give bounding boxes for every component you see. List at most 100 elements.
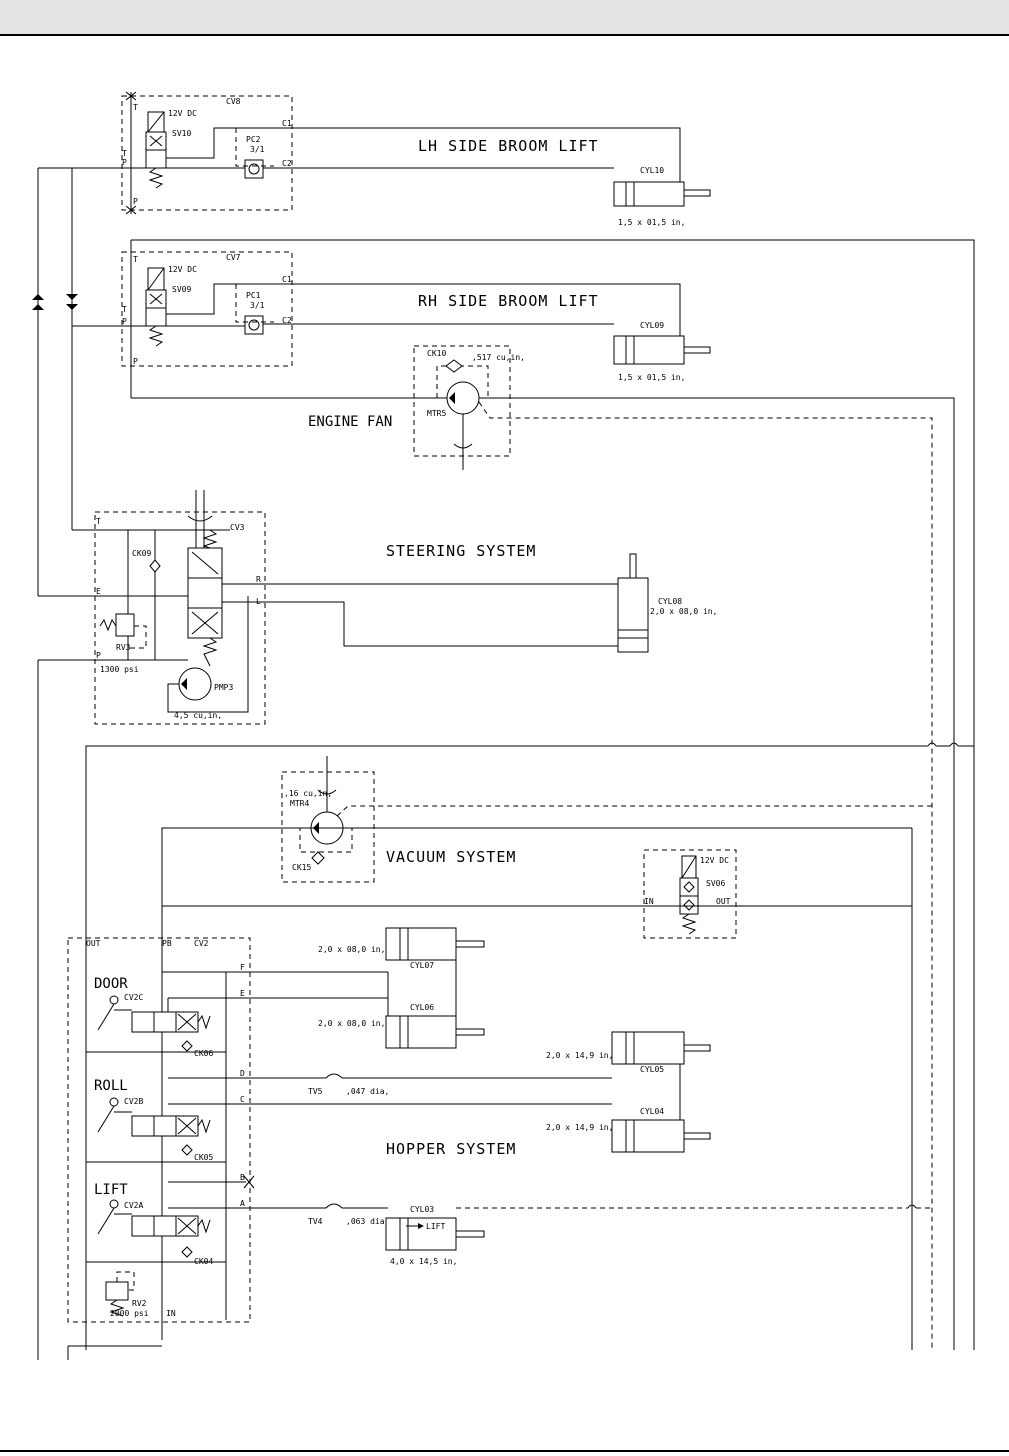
port-l: L — [256, 597, 261, 606]
cyl03-cylinder — [385, 1204, 932, 1251]
cyl04-cylinder — [611, 1119, 711, 1153]
ck06-label: CK06 — [194, 1049, 213, 1058]
cyl10-label: CYL10 — [640, 166, 664, 175]
port-in: IN — [166, 1309, 176, 1318]
pc2-label: PC2 — [246, 135, 261, 144]
engine-fan-title: ENGINE FAN — [308, 414, 392, 430]
volt-label: 12V DC — [168, 109, 197, 118]
cv8-label: CV8 — [226, 97, 241, 106]
port-out: OUT — [716, 897, 731, 906]
main-supply-header — [85, 742, 974, 1350]
rv2-label: RV2 — [132, 1299, 147, 1308]
door-label: DOOR — [94, 976, 128, 992]
ck09-label: CK09 — [132, 549, 151, 558]
cyl07-label: CYL07 — [410, 961, 434, 970]
port-a: A — [240, 1199, 245, 1208]
roll-label: ROLL — [94, 1078, 128, 1094]
cyl06-size: 2,0 x 08,0 in, — [318, 1019, 385, 1028]
pc1-label: PC1 — [246, 291, 261, 300]
cyl09-cylinder — [613, 335, 711, 365]
rv3-pressure: 1300 psi — [100, 665, 139, 674]
sv09-label: SV09 — [172, 285, 191, 294]
mtr5-label: MTR5 — [427, 409, 446, 418]
port-c1: C1 — [282, 275, 292, 284]
port-b: B — [240, 1173, 245, 1182]
engine-fan-motor — [413, 345, 954, 1350]
cv2-label: CV2 — [194, 939, 209, 948]
left-return-lines — [32, 168, 78, 596]
port-f: F — [240, 963, 245, 972]
port-p: P — [122, 317, 127, 326]
pmp3-label: PMP3 — [214, 683, 233, 692]
cyl04-size: 2,0 x 14,9 in, — [546, 1123, 613, 1132]
port-p: P — [122, 158, 127, 167]
port-pb: PB — [162, 939, 172, 948]
cyl10-size: 1,5 x 01,5 in, — [618, 218, 685, 227]
port-t: T — [122, 149, 127, 158]
tv5-label: TV5 — [308, 1087, 323, 1096]
cv3-steering-valve — [37, 490, 618, 1360]
port-p: P — [133, 357, 138, 366]
cyl05-size: 2,0 x 14,9 in, — [546, 1051, 613, 1060]
cv2c-label: CV2C — [124, 993, 143, 1002]
cyl08-cylinder — [617, 553, 649, 653]
cv2a-label: CV2A — [124, 1201, 143, 1210]
pc1-ratio: 3/1 — [250, 301, 265, 310]
lift-label: LIFT — [94, 1182, 128, 1198]
volt-label: 12V DC — [168, 265, 197, 274]
cyl03-lift-arrow: LIFT — [426, 1222, 445, 1231]
vacuum-motor — [161, 756, 932, 1350]
cyl07-size: 2,0 x 08,0 in, — [318, 945, 385, 954]
port-c1: C1 — [282, 119, 292, 128]
volt-label: 12V DC — [700, 856, 729, 865]
header-bar — [0, 0, 1009, 36]
cyl09-label: CYL09 — [640, 321, 664, 330]
rv2-pressure: 2000 psi — [110, 1309, 149, 1318]
cyl09-size: 1,5 x 01,5 in, — [618, 373, 685, 382]
sv10-label: SV10 — [172, 129, 191, 138]
rh-side-broom-lift-title: RH SIDE BROOM LIFT — [418, 292, 599, 310]
ck04-label: CK04 — [194, 1257, 213, 1266]
cyl06-label: CYL06 — [410, 1003, 434, 1012]
lh-side-broom-lift-title: LH SIDE BROOM LIFT — [418, 137, 599, 155]
port-c: C — [240, 1095, 245, 1104]
port-c2: C2 — [282, 159, 292, 168]
cv2b-label: CV2B — [124, 1097, 143, 1106]
port-t: T — [133, 103, 138, 112]
steering-system-title: STEERING SYSTEM — [386, 542, 536, 560]
mtr5-displacement: ,517 cu,in, — [472, 353, 525, 362]
port-r: R — [256, 575, 261, 584]
cv3-label: CV3 — [230, 523, 245, 532]
cyl10-cylinder — [613, 181, 711, 207]
sv06-label: SV06 — [706, 879, 725, 888]
cyl04-label: CYL04 — [640, 1107, 664, 1116]
port-in: IN — [644, 897, 654, 906]
ck05-label: CK05 — [194, 1153, 213, 1162]
cv8-valve-block — [38, 91, 681, 215]
cyl05-label: CYL05 — [640, 1065, 664, 1074]
port-d: D — [240, 1069, 245, 1078]
tv4-diameter: ,063 dia — [346, 1217, 385, 1226]
vacuum-system-title: VACUUM SYSTEM — [386, 848, 516, 866]
port-out: OUT — [86, 939, 101, 948]
tv5-diameter: ,047 dia, — [346, 1087, 389, 1096]
port-e: E — [96, 587, 101, 596]
port-e: E — [240, 989, 245, 998]
cyl03-size: 4,0 x 14,5 in, — [390, 1257, 457, 1266]
cyl03-label: CYL03 — [410, 1205, 434, 1214]
port-p: P — [133, 197, 138, 206]
cv2-hopper-valve — [67, 937, 612, 1360]
pc2-ratio: 3/1 — [250, 145, 265, 154]
footer-rule — [0, 1450, 1009, 1452]
cv7-label: CV7 — [226, 253, 241, 262]
mtr4-displacement: ,16 cu,in, — [284, 789, 332, 798]
cyl05-cylinder — [611, 1031, 711, 1065]
port-p: P — [96, 651, 101, 660]
port-t: T — [133, 255, 138, 264]
cv7-valve-block — [72, 239, 975, 1350]
pmp3-displacement: 4,5 cu,in, — [174, 711, 222, 720]
tv4-label: TV4 — [308, 1217, 323, 1226]
cyl08-label: CYL08 — [658, 597, 682, 606]
port-t: T — [96, 517, 101, 526]
